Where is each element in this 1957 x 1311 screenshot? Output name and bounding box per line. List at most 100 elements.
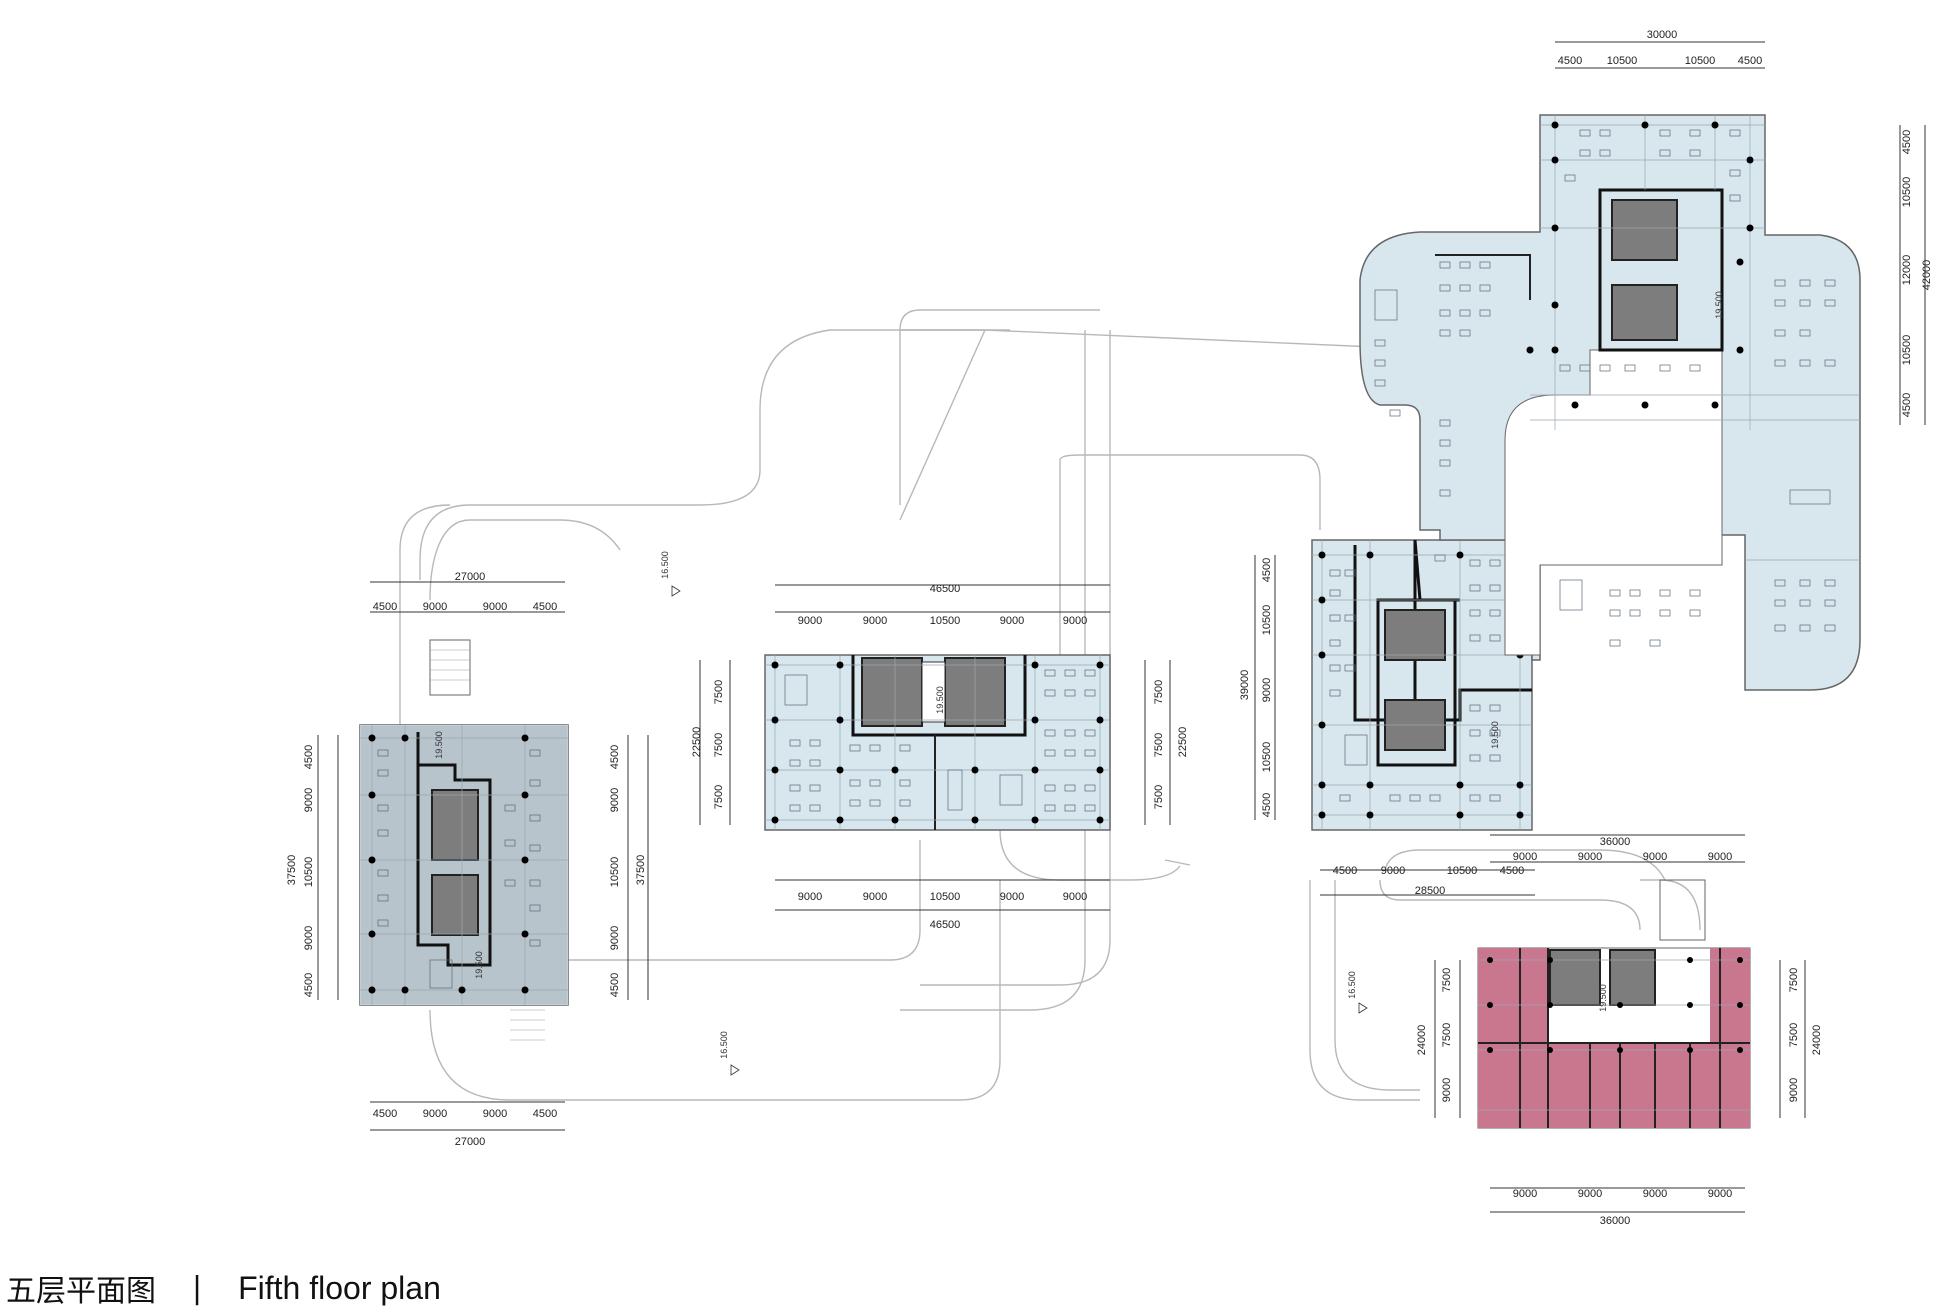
- dim-west-right-seg: 9000: [609, 926, 621, 950]
- caption-english-title: Fifth floor plan: [238, 1269, 441, 1306]
- level-label: 16.500: [660, 551, 670, 579]
- hotel-building: [1477, 879, 1751, 1129]
- dim-east-left-seg: 10500: [1261, 605, 1273, 636]
- dim-east-bottom-total: 28500: [1415, 885, 1446, 897]
- dim-west-top-total: 27000: [455, 571, 486, 583]
- dim-east-left-seg: 4500: [1261, 793, 1273, 817]
- dim-hotel-right-total: 24000: [1811, 1025, 1823, 1056]
- dim-center-left-seg: 7500: [713, 785, 725, 809]
- dim-center-bottom-seg: 9000: [1000, 891, 1024, 903]
- dim-hotel-bottom-seg: 9000: [1708, 1188, 1732, 1200]
- dim-center-bottom-seg: 9000: [798, 891, 822, 903]
- dim-west-bottom-seg: 9000: [423, 1108, 447, 1120]
- dim-center-left-seg: 7500: [713, 733, 725, 757]
- dim-center-top-seg: 9000: [1063, 615, 1087, 627]
- dim-west-right-seg: 9000: [609, 788, 621, 812]
- dim-west-left-total: 37500: [286, 855, 298, 886]
- dim-center-left-seg: 7500: [713, 680, 725, 704]
- hotel-wing-right: [1710, 948, 1750, 1043]
- dim-east-bottom-seg: 9000: [1381, 865, 1405, 877]
- dim-west-top-seg: 4500: [533, 601, 557, 613]
- dim-center-bottom-seg: 10500: [930, 891, 961, 903]
- east-building-floor: [1311, 539, 1533, 831]
- dim-east-left-total: 39000: [1239, 670, 1251, 701]
- east-building: [1311, 539, 1533, 831]
- dim-hotel-top-total: 36000: [1600, 836, 1631, 848]
- dim-north-top-seg: 4500: [1558, 55, 1582, 67]
- dim-east-bottom-seg: 10500: [1447, 865, 1478, 877]
- dim-west-left-seg: 10500: [303, 857, 315, 888]
- dim-hotel-left-seg: 9000: [1441, 1078, 1453, 1102]
- level-label: 19.500: [1714, 291, 1724, 319]
- hotel-wing-left: [1478, 948, 1548, 1043]
- dim-center-bottom-seg: 9000: [863, 891, 887, 903]
- dim-center-top-total: 46500: [930, 583, 961, 595]
- site-roads: [399, 309, 1701, 1101]
- dim-hotel-top-seg: 9000: [1643, 851, 1667, 863]
- dim-west-bottom-total: 27000: [455, 1136, 486, 1148]
- caption-chinese-title: 五层平面图: [6, 1274, 156, 1309]
- dim-center-top-seg: 9000: [1000, 615, 1024, 627]
- dim-west-bottom-seg: 9000: [483, 1108, 507, 1120]
- dim-north-top-total: 30000: [1647, 29, 1678, 41]
- center-building: [764, 654, 1111, 831]
- dim-east-bottom-seg: 4500: [1333, 865, 1357, 877]
- north-core-upper: [1611, 199, 1678, 261]
- west-core-lower: [431, 874, 479, 936]
- hotel-core-right: [1609, 949, 1656, 1006]
- dim-east-left-seg: 9000: [1261, 678, 1273, 702]
- dim-center-top-seg: 10500: [930, 615, 961, 627]
- level-markers: 19.500 19.500 19.500 19.500 19.500 19.50…: [434, 291, 1724, 1076]
- dim-north-right-seg: 4500: [1901, 130, 1913, 154]
- hotel-core-left: [1549, 949, 1601, 1006]
- dim-north-top-seg: 10500: [1685, 55, 1716, 67]
- level-label: 16.500: [719, 1031, 729, 1059]
- caption-separator: |: [192, 1270, 203, 1306]
- level-label: 19.500: [474, 951, 484, 979]
- dim-center-top-seg: 9000: [863, 615, 887, 627]
- level-label: 19.500: [935, 686, 945, 714]
- level-label: 16.500: [1347, 971, 1357, 999]
- dim-hotel-bottom-seg: 9000: [1643, 1188, 1667, 1200]
- dim-center-right-seg: 7500: [1153, 733, 1165, 757]
- dim-west-right-seg: 4500: [609, 745, 621, 769]
- dim-hotel-top-seg: 9000: [1513, 851, 1537, 863]
- dim-west-left-seg: 4500: [303, 745, 315, 769]
- dim-west-left-seg: 4500: [303, 973, 315, 997]
- level-label: 19.500: [434, 731, 444, 759]
- dim-west-top-seg: 9000: [423, 601, 447, 613]
- dim-hotel-right-seg: 9000: [1788, 1078, 1800, 1102]
- dim-center-right-seg: 7500: [1153, 785, 1165, 809]
- east-core-upper: [1384, 609, 1446, 661]
- dim-center-left-total: 22500: [691, 727, 703, 758]
- north-core-lower: [1611, 284, 1678, 341]
- dim-east-left-seg: 10500: [1261, 742, 1273, 773]
- dim-east-left-seg: 4500: [1261, 558, 1273, 582]
- dimension-lines: [317, 41, 1926, 1213]
- level-label: 19.500: [1598, 984, 1608, 1012]
- north-building: [1359, 114, 1861, 691]
- dim-center-bottom-seg: 9000: [1063, 891, 1087, 903]
- dim-west-bottom-seg: 4500: [533, 1108, 557, 1120]
- plan-caption: 五层平面图 | Fifth floor plan: [6, 1268, 441, 1310]
- dim-west-top-seg: 4500: [373, 601, 397, 613]
- west-core-upper: [431, 789, 479, 861]
- dim-west-left-seg: 9000: [303, 926, 315, 950]
- dim-hotel-top-seg: 9000: [1708, 851, 1732, 863]
- dim-west-bottom-seg: 4500: [373, 1108, 397, 1120]
- dim-hotel-top-seg: 9000: [1578, 851, 1602, 863]
- dim-hotel-left-seg: 7500: [1441, 968, 1453, 992]
- west-building: [359, 639, 569, 1041]
- dim-hotel-right-seg: 7500: [1788, 1023, 1800, 1047]
- west-building-fill: [360, 725, 568, 1005]
- dim-west-left-seg: 9000: [303, 788, 315, 812]
- dim-north-right-seg: 4500: [1901, 393, 1913, 417]
- dim-north-right-seg: 10500: [1901, 335, 1913, 366]
- dim-hotel-bottom-total: 36000: [1600, 1215, 1631, 1227]
- level-label: 19.500: [1490, 721, 1500, 749]
- dim-west-top-seg: 9000: [483, 601, 507, 613]
- dim-west-right-seg: 4500: [609, 973, 621, 997]
- dim-north-top-seg: 10500: [1607, 55, 1638, 67]
- dimension-labels: 27000 4500 9000 9000 4500 4500 9000 9000…: [286, 29, 1933, 1227]
